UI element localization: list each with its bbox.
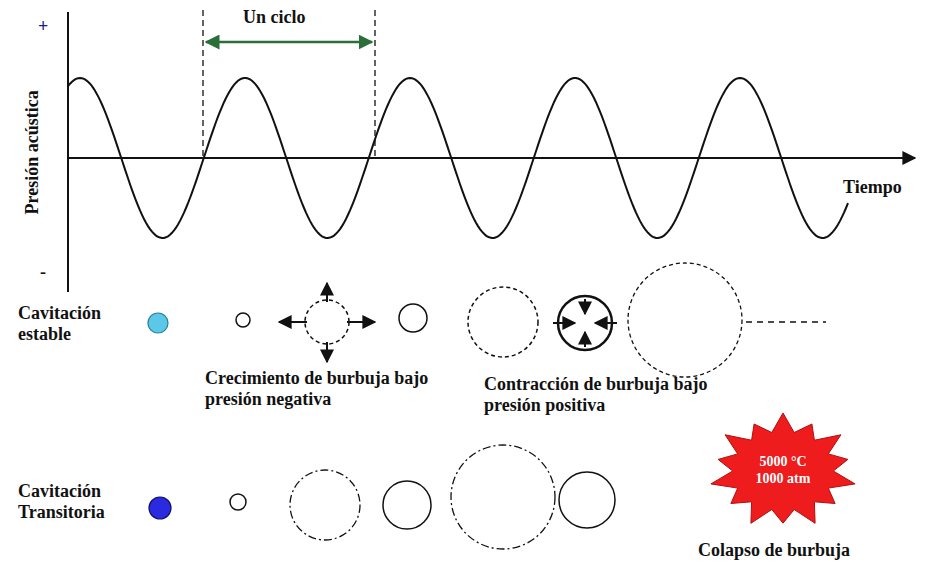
bubble <box>628 263 742 377</box>
star-outline <box>711 413 855 523</box>
cycle-label: Un ciclo <box>243 7 306 28</box>
caption: Crecimiento de burbuja bajo presión nega… <box>205 368 443 409</box>
axis-sign: + <box>38 16 48 37</box>
bubble <box>399 304 427 332</box>
growth-arrow <box>326 283 328 302</box>
contraction-arrow <box>584 299 586 314</box>
caption: Contracción de burbuja bajo presión posi… <box>484 374 722 415</box>
transient-marker <box>149 497 171 519</box>
contraction-arrow <box>584 332 586 347</box>
x-axis <box>68 157 915 159</box>
contraction-arrow <box>595 322 617 324</box>
row-label: Cavitación Transitoria <box>18 481 136 522</box>
caption: Colapso de burbuja <box>698 540 850 561</box>
growth-arrow <box>279 321 307 323</box>
bubble <box>383 481 431 529</box>
bubble <box>236 313 250 327</box>
sine-wave <box>68 78 848 238</box>
bubble <box>451 445 555 549</box>
collapse-star: 5000 °C 1000 atm <box>708 412 858 530</box>
growth-arrow <box>347 321 375 323</box>
bubble <box>559 472 615 528</box>
continuation-dashes <box>746 321 826 323</box>
bubble <box>230 494 246 510</box>
y-axis <box>67 12 69 292</box>
bubble <box>305 300 349 344</box>
collapse-values: 5000 °C 1000 atm <box>744 454 822 488</box>
bubble <box>468 287 538 357</box>
row-label: Cavitación estable <box>18 303 130 344</box>
stable-marker <box>148 313 168 333</box>
axis-sign: - <box>40 262 46 283</box>
axis-title: Tiempo <box>843 177 902 198</box>
growth-arrow <box>326 342 328 362</box>
cycle-arrow <box>206 41 372 44</box>
axis-title: Presión acústica <box>22 90 43 214</box>
contraction-arrow <box>553 322 575 324</box>
cycle-guide <box>202 10 203 160</box>
bubble <box>290 470 360 540</box>
